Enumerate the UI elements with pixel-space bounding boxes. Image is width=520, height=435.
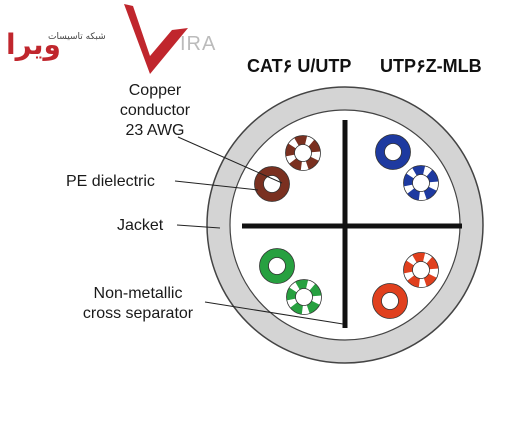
- logo-brand-text: ویرا: [6, 28, 61, 61]
- conductor-stripe: [403, 165, 439, 201]
- conductor-core: [263, 175, 281, 193]
- logo-brand-suffix: IRA: [180, 33, 217, 55]
- conductor-outline: [375, 134, 411, 170]
- cable-title-right: UTP۶Z-MLB: [380, 56, 482, 76]
- twisted-pairs: [254, 134, 439, 319]
- pair-top-right: [375, 134, 439, 201]
- cross-separator: [242, 120, 462, 328]
- label-copper-conductor: Copper conductor 23 AWG: [100, 81, 210, 141]
- cable-title-left: CAT۶ U/UTP: [247, 56, 352, 76]
- label-copper-line1: Copper: [128, 82, 182, 99]
- brand-logo: ویرا شبکه تاسیسات IRA: [0, 0, 240, 75]
- conductor-core: [412, 261, 430, 279]
- conductor-outline: [372, 283, 408, 319]
- label-copper-line2: conductor: [119, 102, 191, 119]
- leader-pe: [174, 180, 259, 191]
- conductor-core: [412, 174, 430, 192]
- label-separator-line1: Non-metallic: [93, 285, 183, 302]
- label-separator-line2: cross separator: [82, 305, 194, 322]
- conductor-outline: [403, 252, 439, 288]
- conductor-outline: [286, 279, 322, 315]
- conductor-outline: [285, 135, 321, 171]
- label-cross-separator: Non-metallic cross separator: [70, 284, 206, 324]
- pair-bottom-right: [372, 252, 439, 319]
- conductor-core: [381, 292, 399, 310]
- leader-copper: [177, 136, 283, 184]
- conductor-core: [268, 257, 286, 275]
- conductor-insulation: [372, 283, 408, 319]
- label-pe-dielectric: PE dielectric: [66, 173, 155, 190]
- conductor-insulation: [259, 248, 295, 284]
- label-jacket: Jacket: [117, 217, 164, 234]
- leader-separator: [204, 301, 344, 325]
- conductor-stripe: [285, 135, 321, 171]
- conductor-core: [294, 144, 312, 162]
- conductor-insulation: [254, 166, 290, 202]
- leader-jacket: [176, 224, 221, 229]
- label-copper-line3: 23 AWG: [125, 122, 185, 139]
- conductor-outline: [259, 248, 295, 284]
- conductor-core: [295, 288, 313, 306]
- conductor-outline: [403, 165, 439, 201]
- pair-top-left: [254, 135, 321, 202]
- logo-checkmark-icon: [124, 4, 188, 74]
- logo-brand-subtext: شبکه تاسیسات: [48, 32, 106, 42]
- conductor-outline: [254, 166, 290, 202]
- pair-bottom-left: [259, 248, 322, 315]
- conductor-stripe: [286, 279, 322, 315]
- leader-lines: [174, 136, 344, 325]
- conductor-core: [384, 143, 402, 161]
- conductor-insulation: [375, 134, 411, 170]
- conductor-stripe: [403, 252, 439, 288]
